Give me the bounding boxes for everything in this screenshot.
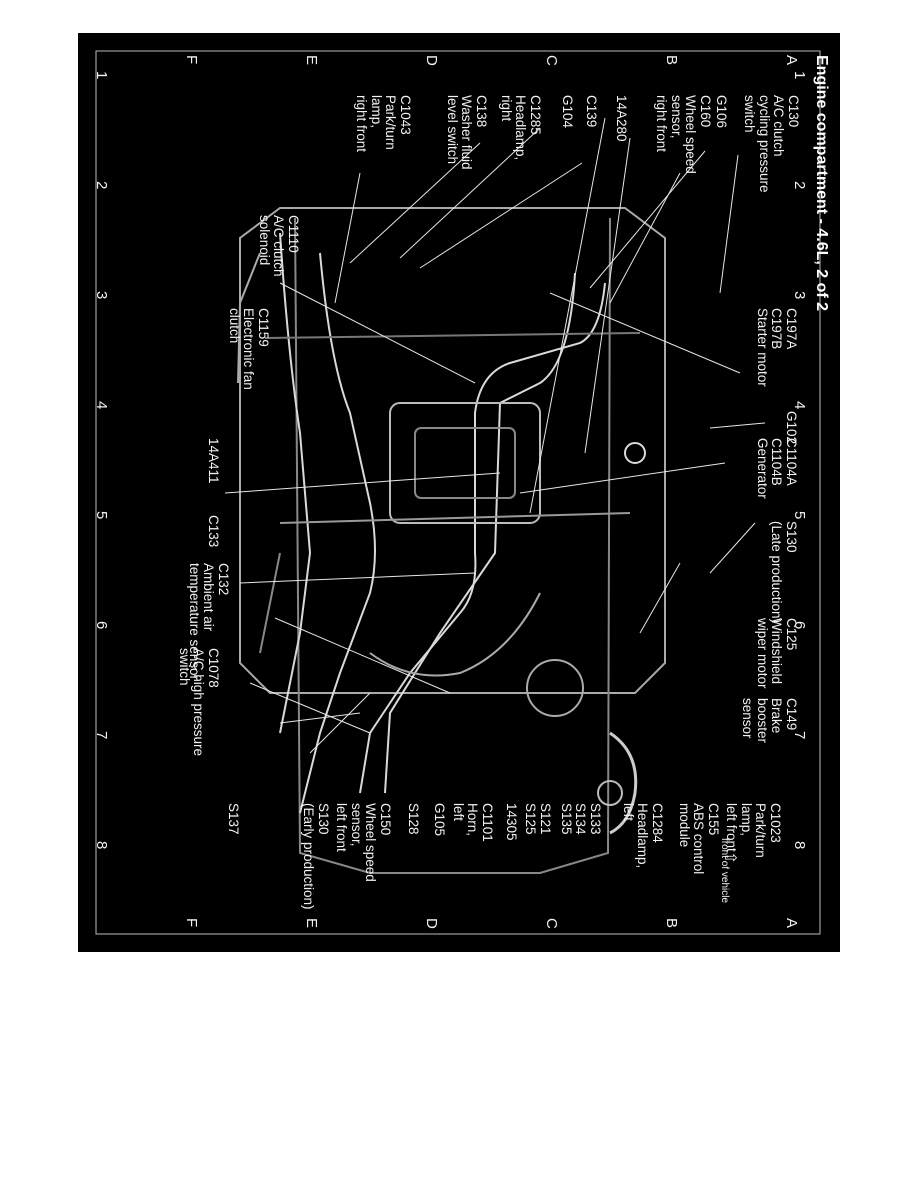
label-s130-late: S130 (Late production) xyxy=(769,521,800,624)
arrow-up-icon: ⇧ xyxy=(721,851,738,865)
grid-column-3-bottom: 3 xyxy=(93,291,110,300)
grid-column-1-top: 1 xyxy=(791,71,808,80)
label-c138: C138 Washer fluid level switch xyxy=(445,95,489,170)
label-c125: C125 Windshield wiper motor xyxy=(755,618,799,689)
grid-column-1-bottom: 1 xyxy=(93,71,110,80)
grid-column-3-top: 3 xyxy=(791,291,808,300)
grid-row-b-left: B xyxy=(663,55,680,66)
label-c160: C160 Wheel speed sensor, right front xyxy=(654,95,714,174)
rotated-diagram-frame: Engine compartment - 4.6L, 2 of 2 1 2 3 … xyxy=(78,33,840,952)
label-g106: G106 xyxy=(714,95,729,129)
label-c130: C130 A/C clutch cycling pressure switch xyxy=(742,95,802,193)
label-c149: C149 Brake booster sensor xyxy=(740,698,800,744)
grid-column-2-bottom: 2 xyxy=(93,181,110,190)
label-c1078: C1078 A/C high pressure switch xyxy=(177,648,221,757)
label-s130-early: S130 (Early production) xyxy=(301,803,332,910)
label-c1023: C1023 Park/turn lamp, left front xyxy=(724,803,784,858)
grid-column-5-top: 5 xyxy=(791,511,808,520)
label-c150: C150 Wheel speed sensor, left front xyxy=(334,803,394,882)
grid-row-a-left: A xyxy=(783,55,800,66)
engine-compartment-drawing xyxy=(95,50,821,935)
label-14a411: 14A411 xyxy=(206,438,221,484)
label-c1285: C1285 Headlamp, right xyxy=(499,95,543,161)
label-s137: S137 xyxy=(226,803,241,835)
label-g104: G104 xyxy=(560,95,575,129)
label-c1159: C1159 Electronic fan clutch xyxy=(227,308,271,390)
label-14a280: 14A280 xyxy=(614,95,629,142)
grid-column-7-bottom: 7 xyxy=(93,731,110,740)
label-c155: C155 ABS control module xyxy=(677,803,721,875)
label-c1104: C1104A C1104B Generator xyxy=(755,438,799,499)
grid-row-a-right: A xyxy=(783,918,800,929)
label-c133: C133 xyxy=(206,515,221,548)
label-s128: S128 xyxy=(406,803,421,835)
grid-row-e-left: E xyxy=(303,55,320,66)
grid-column-8-top: 8 xyxy=(791,841,808,850)
grid-row-c-left: C xyxy=(543,55,560,66)
label-c1284: C1284 Headlamp, left xyxy=(621,803,665,869)
grid-column-8-bottom: 8 xyxy=(93,841,110,850)
front-of-vehicle-note: front of vehicle xyxy=(719,838,730,904)
label-s133-s134-s135: S133 S134 S135 xyxy=(559,803,603,835)
grid-column-5-bottom: 5 xyxy=(93,511,110,520)
label-c1101: C1101 Horn, left xyxy=(451,803,495,842)
label-c1110: C1110 A/C clutch solenoid xyxy=(257,215,301,277)
grid-row-f-right: F xyxy=(183,918,200,928)
diagram-title: Engine compartment - 4.6L, 2 of 2 xyxy=(813,55,830,312)
grid-row-c-right: C xyxy=(543,918,560,929)
leader-lines xyxy=(224,117,766,754)
grid-row-b-right: B xyxy=(663,918,680,929)
label-14305: 14305 xyxy=(504,803,519,841)
grid-row-f-left: F xyxy=(183,55,200,65)
label-c197: C197A C197B Starter motor xyxy=(755,308,799,387)
label-c139: C139 xyxy=(584,95,599,128)
label-c1043: C1043 Park/turn lamp, right front xyxy=(354,95,414,153)
grid-column-4-bottom: 4 xyxy=(93,401,110,410)
diagram-plate: Engine compartment - 4.6L, 2 of 2 1 2 3 … xyxy=(78,33,840,952)
label-s121-s125: S121 S125 xyxy=(523,803,554,835)
engine-drawing-shapes xyxy=(237,207,666,874)
grid-column-6-bottom: 6 xyxy=(93,621,110,630)
grid-row-d-left: D xyxy=(423,55,440,66)
grid-row-d-right: D xyxy=(423,918,440,929)
label-g105: G105 xyxy=(432,803,447,837)
grid-column-4-top: 4 xyxy=(791,401,808,410)
grid-row-e-right: E xyxy=(303,918,320,929)
